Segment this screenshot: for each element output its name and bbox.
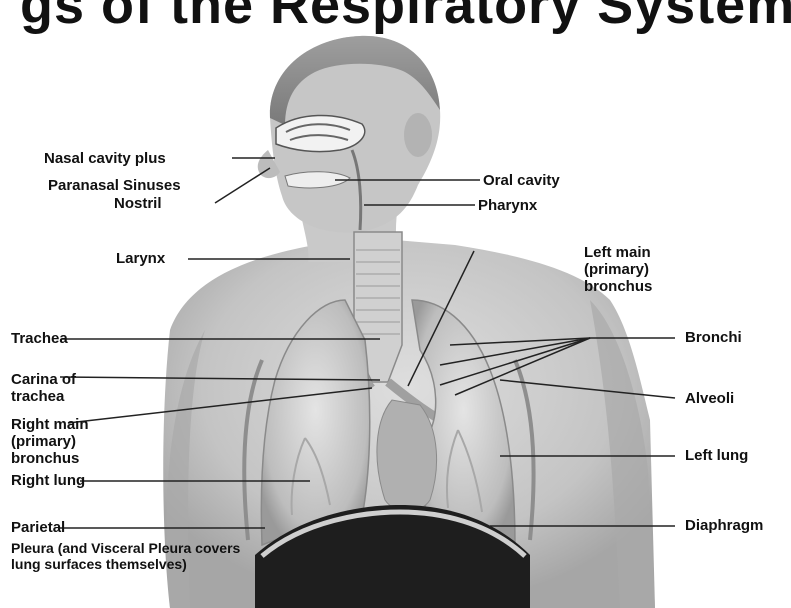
label-carina-line-1: Carina of	[11, 371, 76, 388]
label-nostril: Nostril	[114, 195, 162, 212]
label-carina-line-2: trachea	[11, 388, 76, 405]
label-right-main-bronchus: Right main (primary) bronchus	[11, 416, 89, 467]
label-bronchi: Bronchi	[685, 329, 742, 346]
label-oral-cavity: Oral cavity	[483, 172, 560, 189]
label-trachea: Trachea	[11, 330, 68, 347]
label-pleura-line-1: Pleura (and Visceral Pleura covers	[11, 540, 240, 556]
label-pleura-note: Pleura (and Visceral Pleura covers lung …	[11, 540, 240, 572]
label-diaphragm: Diaphragm	[685, 517, 763, 534]
label-larynx: Larynx	[116, 250, 165, 267]
label-alveoli: Alveoli	[685, 390, 734, 407]
label-nasal-cavity: Nasal cavity plus	[44, 150, 166, 167]
label-right-main-line-1: Right main	[11, 416, 89, 433]
leader-nostril	[215, 168, 270, 203]
label-right-main-line-3: bronchus	[11, 450, 89, 467]
label-parietal: Parietal	[11, 519, 65, 536]
label-left-main-line-3: bronchus	[584, 278, 652, 295]
label-left-main-line-1: Left main	[584, 244, 652, 261]
label-left-main-bronchus: Left main (primary) bronchus	[584, 244, 652, 295]
label-pleura-line-2: lung surfaces themselves)	[11, 556, 240, 572]
label-carina: Carina of trachea	[11, 371, 76, 405]
label-left-lung: Left lung	[685, 447, 748, 464]
label-right-lung: Right lung	[11, 472, 85, 489]
label-right-main-line-2: (primary)	[11, 433, 89, 450]
label-pharynx: Pharynx	[478, 197, 537, 214]
label-left-main-line-2: (primary)	[584, 261, 652, 278]
head	[258, 36, 440, 233]
label-paranasal-sinuses: Paranasal Sinuses	[48, 177, 181, 194]
